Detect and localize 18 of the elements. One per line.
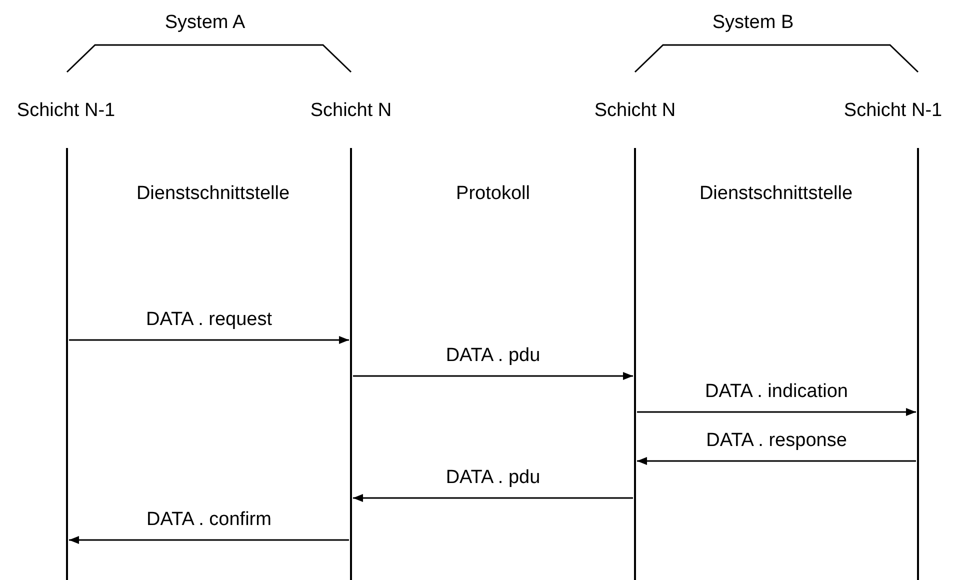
system-heading: System A [164, 12, 246, 34]
arrow [637, 408, 916, 416]
system-heading: System B [712, 12, 794, 34]
arrow [353, 494, 633, 502]
lifeline [310, 100, 392, 580]
layer-heading: Schicht N [594, 100, 676, 122]
layer-heading: Schicht N [310, 100, 392, 122]
layer-heading: Schicht N-1 [16, 100, 116, 122]
arrow [69, 536, 349, 544]
arrow [69, 336, 349, 344]
interface-label: Dienstschnittstelle [136, 183, 290, 205]
interface-label: Dienstschnittstelle [699, 183, 853, 205]
layer-heading: Schicht N-1 [844, 100, 942, 122]
lifeline [594, 100, 676, 580]
lifeline [16, 100, 116, 580]
arrow [353, 372, 633, 380]
arrow [637, 457, 916, 465]
interface-label: Protokoll [456, 183, 530, 205]
